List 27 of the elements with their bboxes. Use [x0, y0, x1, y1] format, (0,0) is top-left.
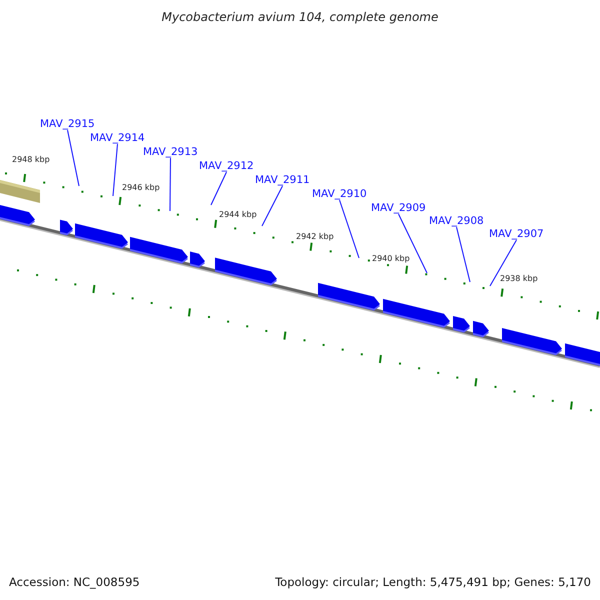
- leader-line: [262, 186, 283, 226]
- leader-line: [67, 130, 80, 186]
- position-label: 2948 kbp: [12, 155, 50, 164]
- accession-text: Accession: NC_008595: [9, 575, 140, 589]
- leader-line: [398, 214, 428, 274]
- position-label: 2946 kbp: [122, 183, 160, 192]
- leader-line: [456, 226, 470, 282]
- gene-label: MAV_2908: [429, 215, 484, 227]
- chart-title: Mycobacterium avium 104, complete genome: [160, 10, 440, 24]
- position-label: 2938 kbp: [500, 274, 538, 283]
- gene-label: MAV_2910: [312, 188, 367, 200]
- gene-label: MAV_2912: [199, 160, 254, 172]
- position-label: 2944 kbp: [219, 210, 257, 219]
- leader-line: [170, 158, 171, 212]
- gene-label: MAV_2913: [143, 146, 198, 158]
- gene-label: MAV_2914: [90, 132, 145, 144]
- gene-label: MAV_2909: [371, 202, 426, 214]
- position-label: 2942 kbp: [296, 232, 334, 241]
- gene-label: MAV_2915: [40, 118, 95, 130]
- genome-info-text: Topology: circular; Length: 5,475,491 bp; Genes: 5,170: [275, 575, 591, 589]
- leader-line: [339, 200, 360, 258]
- leader-line: [112, 144, 118, 196]
- leader-line: [490, 240, 517, 286]
- position-label: 2940 kbp: [372, 254, 410, 263]
- gene-label: MAV_2911: [255, 174, 310, 186]
- gene-label: MAV_2907: [489, 228, 544, 240]
- leader-line: [210, 172, 227, 206]
